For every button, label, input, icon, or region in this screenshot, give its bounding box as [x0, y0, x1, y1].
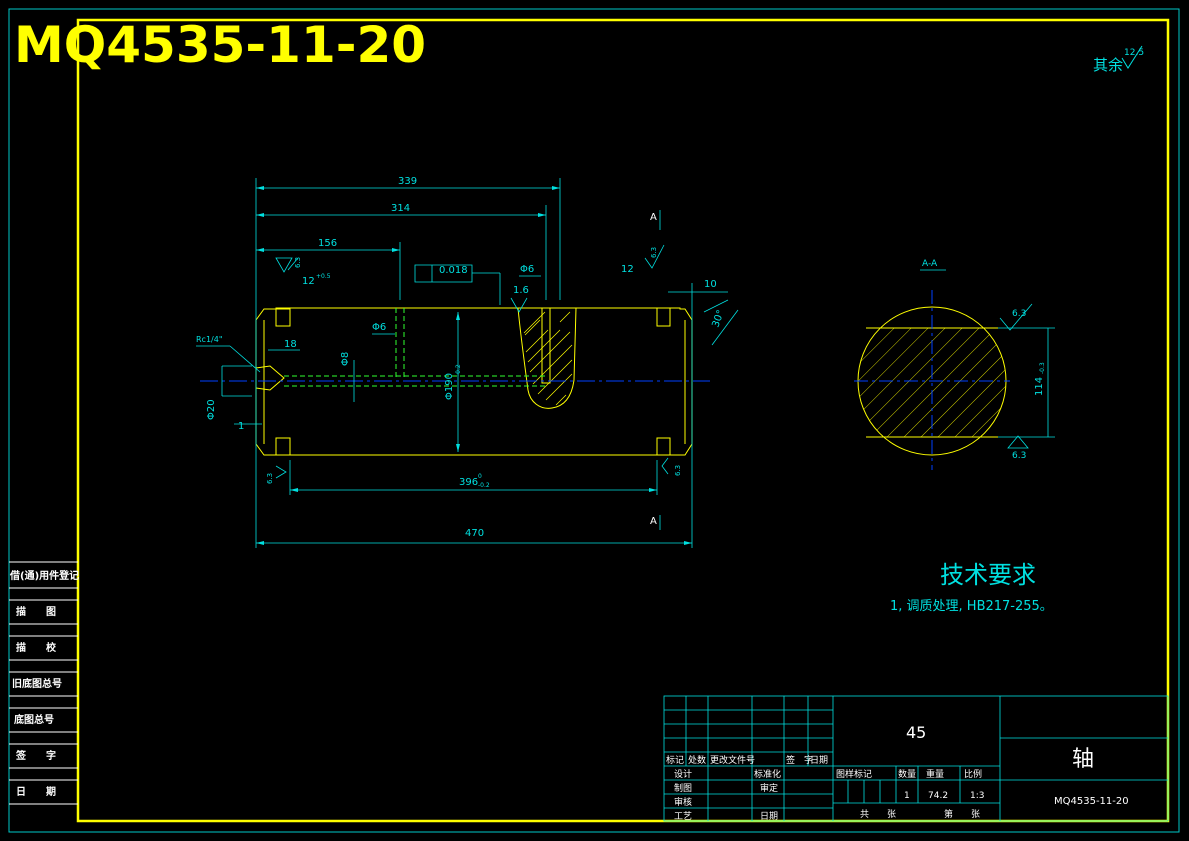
- section-mark-a-top: A: [650, 212, 657, 223]
- dim-groove12a: 12: [302, 276, 315, 287]
- shaft-main-view: [200, 307, 710, 456]
- dim-314: 314: [391, 203, 410, 214]
- tech-req-item1: 1, 调质处理, HB217-255。: [890, 599, 1053, 614]
- dimension-lines: [196, 178, 739, 548]
- roughness-6-3-d: 6.3: [674, 465, 682, 476]
- dim-1: 1: [238, 421, 244, 432]
- side-table-row-5: 签 字: [15, 749, 56, 762]
- dim-phi6b: Φ6: [520, 264, 534, 275]
- scale-value: 1:3: [970, 791, 984, 801]
- qty-label: 数量: [898, 768, 916, 780]
- material: 45: [906, 723, 926, 742]
- qty-value: 1: [904, 791, 910, 801]
- dim-groove12b: 12: [621, 264, 634, 275]
- section-label: A-A: [922, 259, 938, 269]
- part-name: 轴: [1072, 747, 1094, 772]
- dim-396-tol-up: 0: [478, 473, 482, 480]
- sheet-no-label: 第 张: [944, 808, 980, 820]
- weight-label: 重量: [926, 768, 944, 780]
- dim-396: 396: [459, 477, 478, 488]
- dim-phi6a: Φ6: [372, 322, 386, 333]
- side-table-row-6: 日 期: [16, 785, 56, 798]
- roughness-6-3-c: 6.3: [266, 473, 274, 484]
- roughness-1-6: 1.6: [513, 285, 529, 296]
- dim-groove-tol: +0.5: [316, 273, 331, 280]
- roughness-6-3-a: 6.3: [294, 257, 302, 268]
- roughness-note-symbol: [1121, 45, 1143, 69]
- dim-114-tol: -0.3: [1039, 362, 1046, 374]
- roughness-6-3-b: 6.3: [650, 247, 658, 258]
- rev-header-0: 标记: [666, 754, 684, 766]
- side-table-row-1: 描 图: [16, 605, 56, 618]
- dim-470: 470: [465, 528, 484, 539]
- inner-frame: [76, 18, 1170, 823]
- dim-339: 339: [398, 176, 417, 187]
- dim-phi190-tol: -0.2: [455, 364, 462, 376]
- dim-18: 18: [284, 339, 297, 350]
- side-table-row-4: 底图总号: [14, 713, 54, 726]
- design-label: 设计: [674, 768, 692, 780]
- tolerance-value: 0.018: [439, 265, 468, 276]
- roughness-note-value: 12.5: [1124, 48, 1144, 58]
- weight-value: 74.2: [928, 791, 948, 801]
- side-table-row-0: 借(通)用件登记: [9, 569, 79, 582]
- total-sheets-label: 共 张: [860, 809, 896, 820]
- side-table: 借(通)用件登记 描 图 描 校 旧底图总号 底图总号 签 字 日 期: [9, 561, 79, 805]
- rev-header-4: 日期: [810, 755, 828, 766]
- dim-phi20: Φ20: [206, 399, 217, 420]
- stage-label: 图样标记: [836, 768, 872, 780]
- dim-phi190: Φ190: [444, 373, 455, 400]
- draw-label: 制图: [674, 782, 692, 794]
- section-mark-a-bottom: A: [650, 516, 657, 527]
- date-label: 日期: [760, 811, 778, 822]
- section-a-a: A-A 6.3 6.3 114 -0.3: [854, 259, 1055, 470]
- process-label: 工艺: [674, 811, 692, 822]
- rev-header-3: 签 字: [786, 754, 813, 766]
- rev-header-1: 处数: [688, 754, 706, 766]
- side-table-row-3: 旧底图总号: [12, 677, 62, 690]
- dim-396-tol: -0.2: [478, 482, 490, 489]
- roughness-6-3-f: 6.3: [1012, 451, 1026, 461]
- title-block: 标记 处数 更改文件号 签 字 日期 设计 制图 审核 工艺 标准化 审定 日期…: [663, 695, 1169, 822]
- drawing-number: MQ4535-11-20: [1054, 796, 1129, 807]
- scale-label: 比例: [964, 768, 982, 780]
- side-table-row-2: 描 校: [16, 641, 57, 654]
- std-check-label: 标准化: [754, 768, 781, 780]
- dim-angle30: 30°: [710, 309, 726, 329]
- outer-frame: [8, 8, 1180, 833]
- tech-req-heading: 技术要求: [940, 561, 1036, 589]
- dim-114: 114: [1034, 377, 1045, 396]
- dim-10: 10: [704, 279, 717, 290]
- check-label: 审核: [674, 796, 692, 808]
- dim-156: 156: [318, 238, 337, 249]
- dim-thread: Rc1/4": [196, 335, 223, 344]
- roughness-6-3-e: 6.3: [1012, 309, 1026, 319]
- roughness-note-label: 其余: [1093, 56, 1123, 74]
- rev-header-2: 更改文件号: [710, 754, 755, 766]
- approve-label: 审定: [760, 782, 778, 794]
- dim-phi8: Φ8: [340, 352, 351, 366]
- drawing-title: MQ4535-11-20: [14, 16, 426, 74]
